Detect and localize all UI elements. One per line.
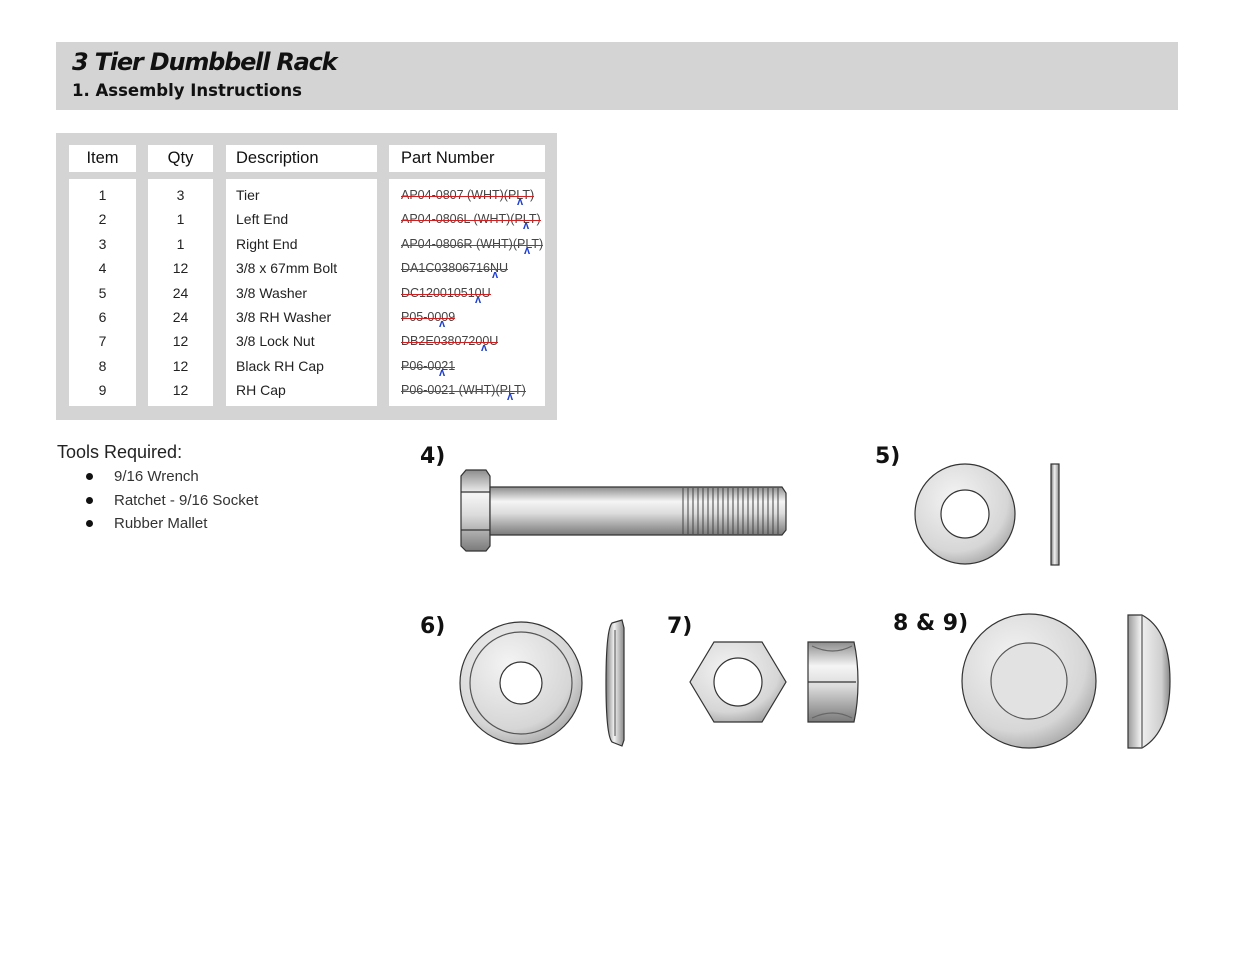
insertion-caret-icon: ʌ [523,220,530,233]
part-number-text: AP04-0806R (WHT)(PLT) [401,236,544,251]
tools-title: Tools Required: [57,442,183,462]
part-number-text: AP04-0806L (WHT)(PLT) [401,212,541,227]
figure-label-caps: 8 & 9) [893,611,969,636]
column-header-description: Description [226,145,377,172]
strikethrough-mark [401,220,541,222]
tool-item: Ratchet - 9/16 Socket [86,491,258,515]
strikethrough-mark [401,366,456,368]
cell-part-number: DC120010510U [401,285,491,301]
strikethrough-mark [401,293,491,295]
cell-description: 3/8 Lock Nut [236,333,315,350]
part-number-text: P06-0021 (WHT)(PLT) [401,383,526,398]
insertion-caret-icon: ʌ [507,391,514,404]
strikethrough-mark [401,318,456,319]
document-title: 3 Tier Dumbbell Rack [72,48,338,76]
cell-item: 6 [98,309,107,325]
cell-part-number: AP04-0806R (WHT)(PLT) [401,236,544,252]
cap-illustration [961,613,1171,749]
cell-part-number: AP04-0806L (WHT)(PLT) [401,211,541,227]
part-number-text: DB2E03807200U [401,334,499,349]
figure-label-rh-washer: 6) [420,614,446,639]
figure-label-lock-nut: 7) [667,614,693,639]
strikethrough-mark [401,391,526,393]
cell-part-number: AP04-0807 (WHT)(PLT) [401,187,535,203]
column-header-part-number: Part Number [389,145,545,172]
header-band: 3 Tier Dumbbell Rack 1. Assembly Instruc… [56,42,1178,110]
part-number-text: P06-0021 [401,358,456,373]
cell-item: 4 [98,260,107,277]
section-subtitle: 1. Assembly Instructions [72,81,302,100]
insertion-caret-icon: ʌ [517,196,524,208]
cell-qty: 12 [172,333,189,350]
bullet-icon [86,496,93,504]
cell-qty: 3 [176,187,185,203]
strikethrough-mark [401,244,544,246]
cell-description: Black RH Cap [236,357,324,374]
cell-description: RH Cap [236,382,286,399]
cell-description: 3/8 RH Washer [236,309,332,325]
part-number-text: P05-0009 [401,310,456,324]
cell-qty: 12 [172,260,189,277]
part-number-text: DC120010510U [401,285,491,300]
insertion-caret-icon: ʌ [439,318,446,330]
strikethrough-mark [401,196,535,197]
strikethrough-mark [401,269,509,271]
cell-description: 3/8 Washer [236,284,308,301]
rh-washer-illustration [459,619,625,747]
cell-item: 8 [98,357,107,374]
cell-item: 1 [98,187,107,203]
insertion-caret-icon: ʌ [475,293,482,306]
tool-item: Rubber Mallet [86,514,258,538]
tool-label: Rubber Mallet [114,515,208,532]
cell-item: 7 [98,333,107,350]
column-header-qty: Qty [148,145,213,172]
tool-item: 9/16 Wrench [86,467,258,491]
cell-description: Left End [236,211,289,228]
cell-description: Right End [236,235,298,252]
strikethrough-mark [401,342,499,344]
qty-column: 3 1 1 12 24 24 12 12 12 [148,179,213,406]
bullet-icon [86,520,93,527]
bullet-icon [86,473,93,480]
part-number-text: AP04-0807 (WHT)(PLT) [401,188,535,202]
bolt-illustration [460,469,787,552]
cell-qty: 24 [172,284,189,301]
insertion-caret-icon: ʌ [524,244,531,257]
cell-part-number: DA1C03806716NU [401,260,509,276]
cell-description: 3/8 x 67mm Bolt [236,260,338,277]
tool-label: 9/16 Wrench [114,468,199,485]
item-column: 1 2 3 4 5 6 7 8 9 [69,179,136,406]
cell-qty: 1 [176,235,185,252]
insertion-caret-icon: ʌ [481,342,488,355]
cell-qty: 1 [176,211,185,228]
cell-item: 3 [98,235,107,252]
cell-qty: 12 [172,382,189,399]
cell-part-number: P06-0021 (WHT)(PLT) [401,382,526,398]
lock-nut-illustration [689,641,859,723]
cell-qty: 24 [172,309,189,325]
cell-item: 2 [98,211,107,228]
figure-label-washer: 5) [875,444,901,469]
tools-list: 9/16 Wrench Ratchet - 9/16 Socket Rubber… [86,467,258,538]
cell-part-number: P06-0021 [401,358,456,374]
washer-illustration [914,463,1060,566]
cell-qty: 12 [172,357,189,374]
tool-label: Ratchet - 9/16 Socket [114,491,259,509]
cell-part-number: DB2E03807200U [401,333,499,349]
part-number-text: DA1C03806716NU [401,261,509,276]
figure-label-bolt: 4) [420,444,446,469]
cell-item: 5 [98,284,107,301]
cell-part-number: P05-0009 [401,309,456,325]
insertion-caret-icon: ʌ [439,366,446,379]
insertion-caret-icon: ʌ [492,269,499,282]
column-header-item: Item [69,145,136,172]
cell-description: Tier [236,187,260,203]
cell-item: 9 [98,382,107,399]
